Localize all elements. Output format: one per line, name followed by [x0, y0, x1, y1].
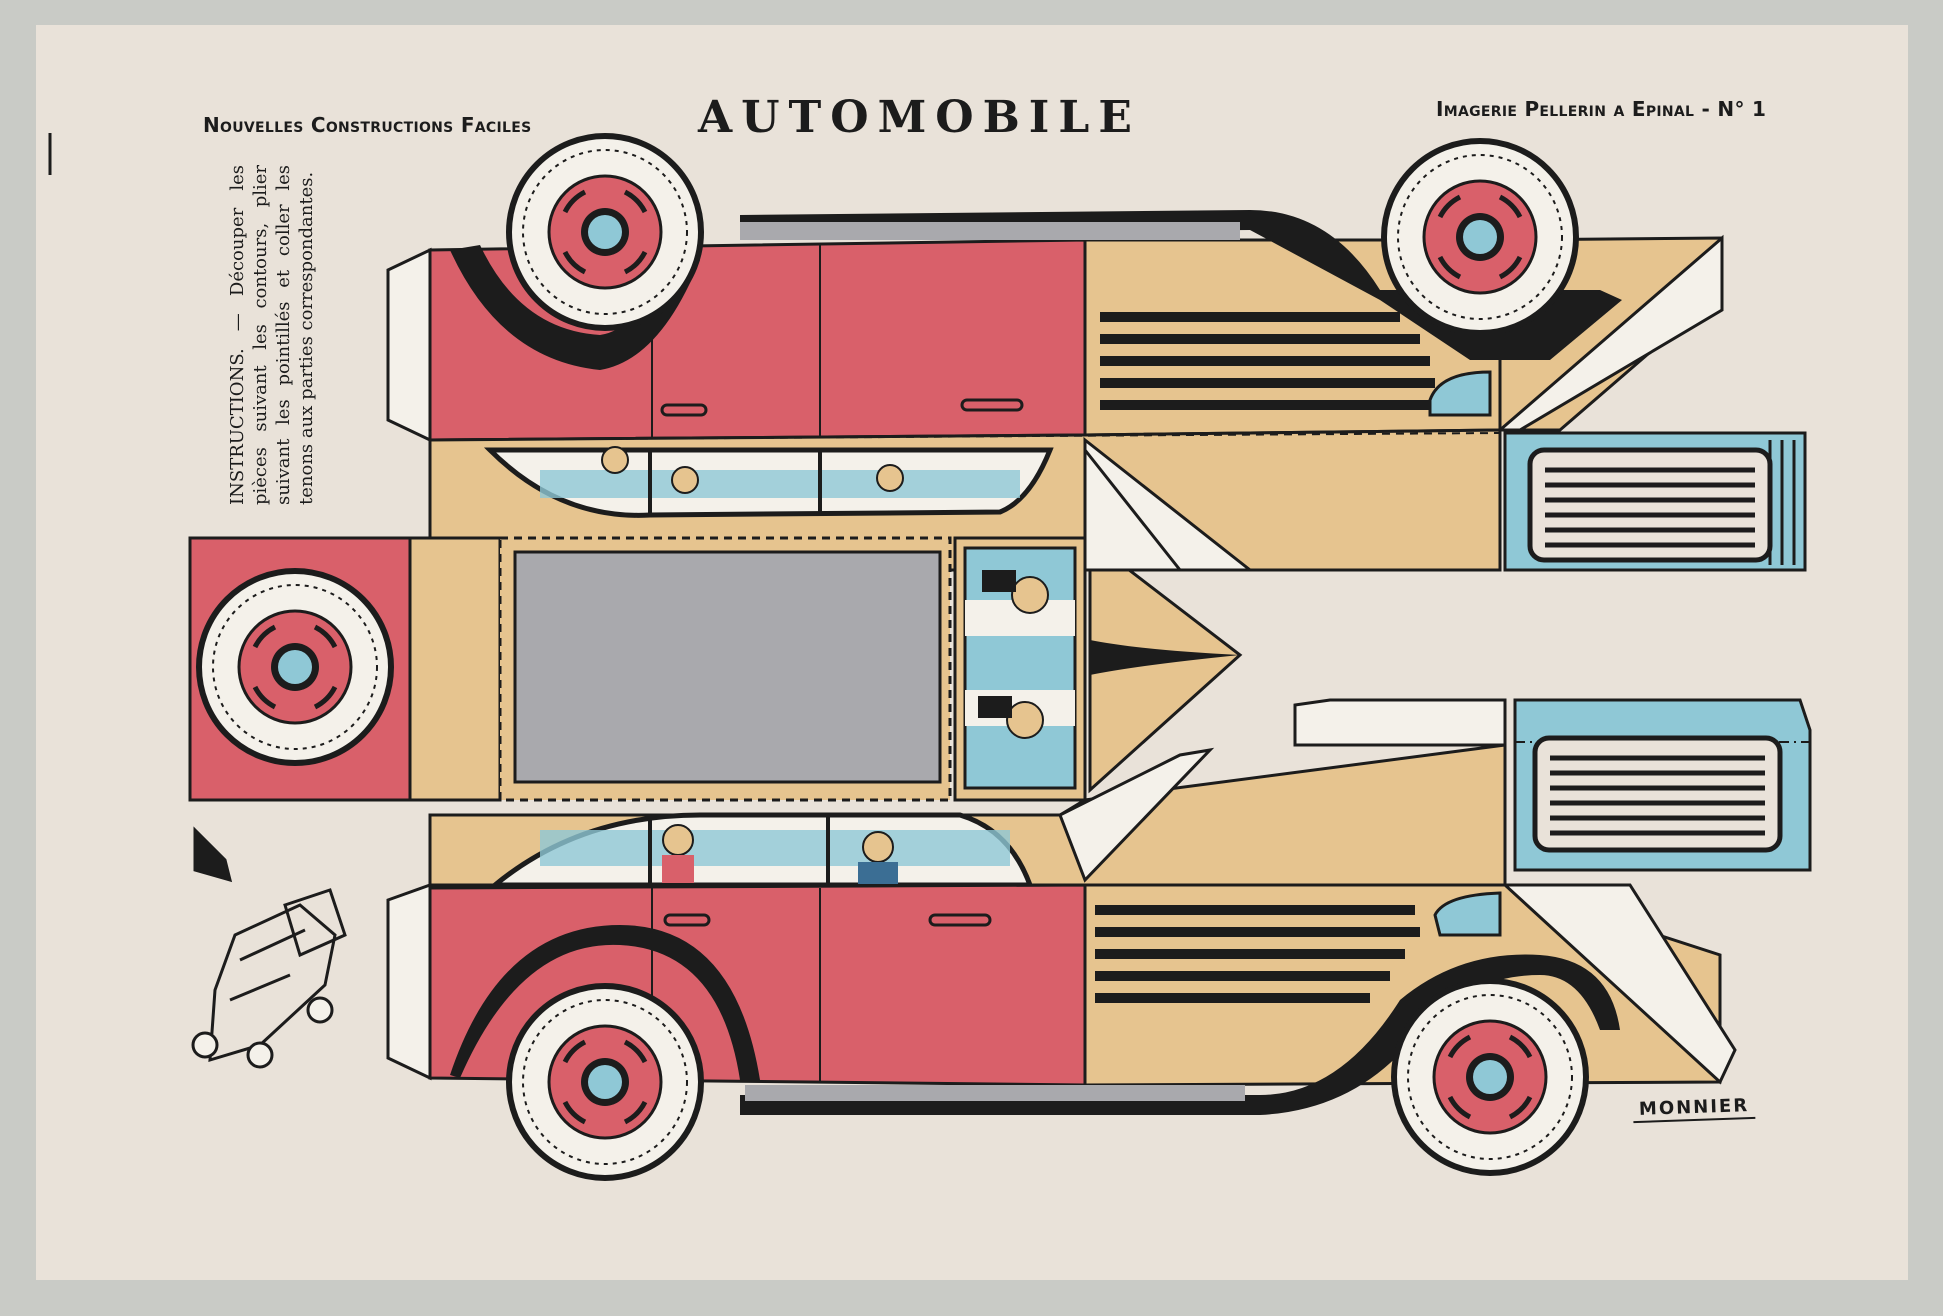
wheel-icon	[199, 571, 391, 763]
wheel-icon	[509, 136, 701, 328]
instructions-text: INSTRUCTIONS. — Découper les pièces suiv…	[226, 165, 318, 505]
artist-signature: MONNIER	[1632, 1094, 1756, 1124]
wheel-icon	[1394, 981, 1586, 1173]
wheel-icon	[1384, 141, 1576, 333]
series-label: Nouvelles Constructions Faciles	[203, 113, 532, 137]
page-title: AUTOMOBILE	[698, 92, 1141, 143]
top-side-panel	[386, 210, 1807, 572]
publisher-label: Imagerie Pellerin a Epinal - N° 1	[1436, 97, 1767, 121]
instructions-lead: INSTRUCTIONS. —	[227, 313, 248, 505]
middle-panel	[188, 445, 1243, 802]
wheel-icon	[509, 986, 701, 1178]
car-illustration	[191, 826, 347, 1069]
